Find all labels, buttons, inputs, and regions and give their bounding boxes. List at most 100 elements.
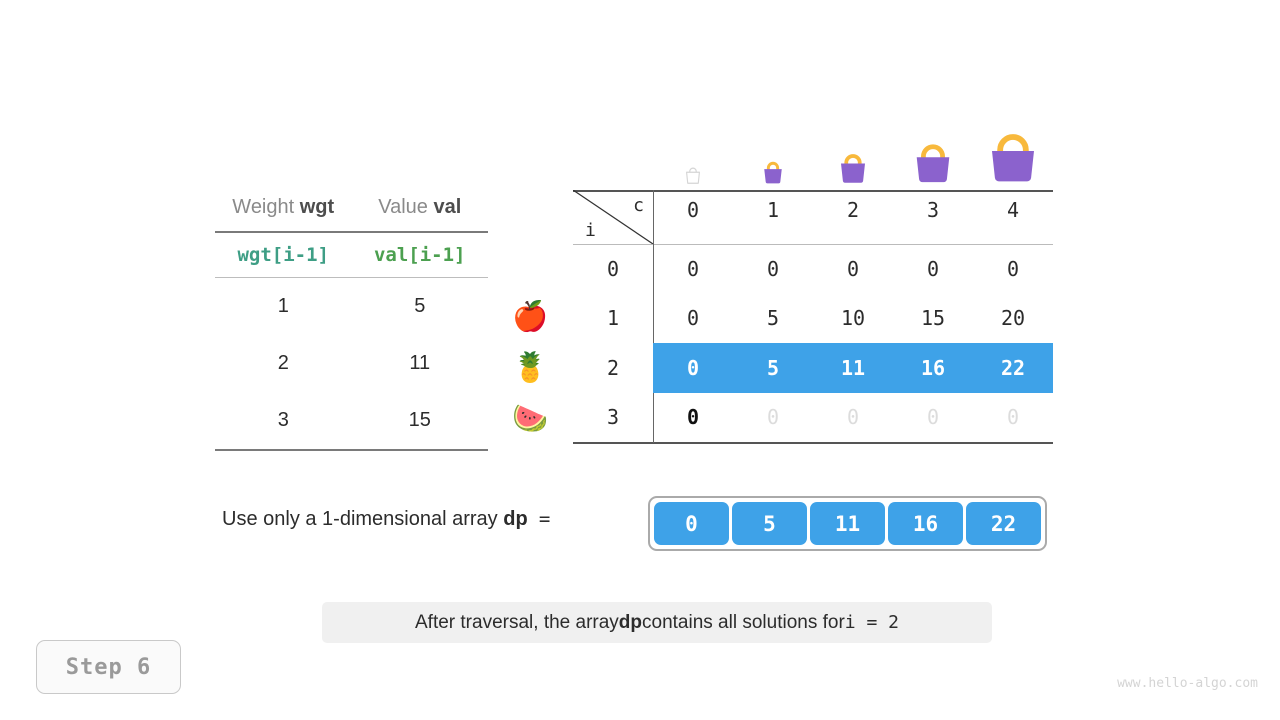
- watermark: www.hello-algo.com: [1117, 676, 1258, 691]
- col-header-4: 4: [1006, 198, 1020, 222]
- row-index-label: 2: [606, 355, 620, 380]
- bag-cell: [813, 128, 893, 186]
- matrix-column-headers: 0 1 2 3 4: [653, 198, 1053, 222]
- cell-value: 15: [408, 409, 431, 431]
- dp-array-cell: 16: [888, 502, 963, 545]
- matrix-cell: 5: [766, 306, 780, 331]
- matrix-cell: 0: [926, 405, 940, 430]
- matrix-rule-mid: [573, 244, 1053, 245]
- dp-array-cell: 22: [966, 502, 1041, 545]
- table-row: 1 5: [215, 278, 488, 335]
- matrix-vertical-divider: [653, 190, 655, 443]
- matrix-cell: 0: [1006, 256, 1020, 281]
- cell-weight: 2: [277, 352, 289, 374]
- matrix-cell: 0: [686, 256, 700, 281]
- table-row: 3 15: [215, 392, 488, 449]
- matrix-cell: 16: [920, 355, 946, 380]
- matrix-row: 3 0 0 0 0 0: [573, 393, 1053, 443]
- header-weight: Weight wgt: [215, 190, 352, 231]
- caption-part2: contains all solutions for: [642, 611, 845, 633]
- code-val: val[i-1]: [373, 244, 466, 266]
- items-table-header-row: Weight wgt Value val: [215, 190, 488, 231]
- cell-weight: 1: [277, 295, 289, 317]
- row-index-label: 1: [606, 306, 620, 331]
- col-header-3: 3: [926, 198, 940, 222]
- col-header-1: 1: [766, 198, 780, 222]
- matrix-cell: 20: [1000, 306, 1026, 331]
- bag-cell: [653, 128, 733, 186]
- items-table-code-row: wgt[i-1] val[i-1]: [215, 233, 488, 277]
- matrix-row: 1 0 5 10 15 20: [573, 294, 1053, 344]
- header-weight-code: wgt: [299, 196, 335, 218]
- caption-mono: i = 2: [844, 612, 899, 633]
- apple-icon: 🍎: [512, 301, 549, 333]
- matrix-row-cells: 0 5 10 15 20: [653, 294, 1053, 344]
- bag-cell: [973, 128, 1053, 186]
- dp-array-cell: 11: [810, 502, 885, 545]
- matrix-cell: 0: [686, 355, 700, 380]
- caption-box: After traversal, the array dp contains a…: [322, 602, 992, 643]
- header-weight-text: Weight: [232, 196, 300, 218]
- matrix-cell: 0: [766, 256, 780, 281]
- caption-bold: dp: [618, 611, 643, 633]
- dp-label-equals: =: [538, 508, 551, 530]
- cell-value: 5: [414, 295, 426, 317]
- diagonal-divider-icon: [573, 190, 653, 244]
- matrix-row: 0 0 0 0 0 0: [573, 244, 1053, 294]
- matrix-row-cells: 0 0 0 0 0: [653, 393, 1053, 443]
- table-row: 2 11: [215, 335, 488, 392]
- cell-weight: 3: [277, 409, 289, 431]
- matrix-body: 0 0 0 0 0 0 1 0 5 10 15 20: [573, 244, 1053, 442]
- bag-icon-3: [916, 144, 950, 183]
- items-table-rule-mid: [215, 277, 488, 278]
- pineapple-icon: 🍍: [512, 352, 549, 384]
- items-table-rule-top: [215, 231, 488, 233]
- code-wgt: wgt[i-1]: [237, 244, 329, 266]
- items-table: Weight wgt Value val wgt[i-1] val[i-1] 1…: [215, 190, 488, 451]
- dp-array: 0 5 11 16 22: [648, 496, 1047, 551]
- matrix-row-cells: 0 0 0 0 0: [653, 244, 1053, 294]
- dp-label-code: dp: [503, 508, 528, 530]
- header-value-text: Value: [378, 196, 434, 218]
- bag-icon-empty: [686, 167, 700, 184]
- bag-cell: [733, 128, 813, 186]
- row-index-label: 0: [606, 256, 620, 281]
- dp-label-text: Use only a 1-dimensional array: [222, 508, 504, 530]
- matrix-cell: 0: [766, 405, 780, 430]
- matrix-cell: 0: [1006, 405, 1020, 430]
- matrix-cell: 15: [920, 306, 946, 331]
- col-header-2: 2: [846, 198, 860, 222]
- matrix-cell: 0: [926, 256, 940, 281]
- matrix-rule-top: [573, 190, 1053, 192]
- matrix-corner-cell: c i: [573, 190, 653, 244]
- header-value-code: val: [433, 196, 462, 218]
- matrix-cell: 10: [840, 306, 866, 331]
- bag-icon-4: [992, 134, 1034, 182]
- bag-cell: [893, 128, 973, 186]
- cell-value: 11: [409, 352, 431, 374]
- caption-part1: After traversal, the array: [415, 611, 619, 633]
- matrix-cell: 0: [846, 256, 860, 281]
- matrix-cell: 22: [1000, 355, 1026, 380]
- items-table-rule-bottom: [215, 449, 488, 451]
- corner-col-label: c: [633, 195, 644, 216]
- matrix-rule-bottom: [573, 442, 1053, 444]
- corner-row-label: i: [585, 220, 596, 241]
- row-index-label: 3: [606, 405, 620, 430]
- dp-array-label: Use only a 1-dimensional array dp =: [222, 508, 550, 531]
- header-value: Value val: [352, 190, 489, 231]
- step-badge: Step 6: [36, 640, 181, 694]
- dp-array-cell: 5: [732, 502, 807, 545]
- matrix-row-highlighted: 2 0 5 11 16 22: [573, 343, 1053, 393]
- bag-icon-1: [764, 161, 782, 184]
- bag-icon-2: [841, 154, 865, 183]
- matrix-cell: 11: [840, 355, 866, 380]
- col-header-0: 0: [686, 198, 700, 222]
- bag-icon-row: [653, 128, 1053, 186]
- matrix-cell: 0: [846, 405, 860, 430]
- matrix-cell: 0: [686, 405, 700, 430]
- matrix-cell: 0: [686, 306, 700, 331]
- matrix-cell: 5: [766, 355, 780, 380]
- matrix-row-cells: 0 5 11 16 22: [653, 343, 1053, 393]
